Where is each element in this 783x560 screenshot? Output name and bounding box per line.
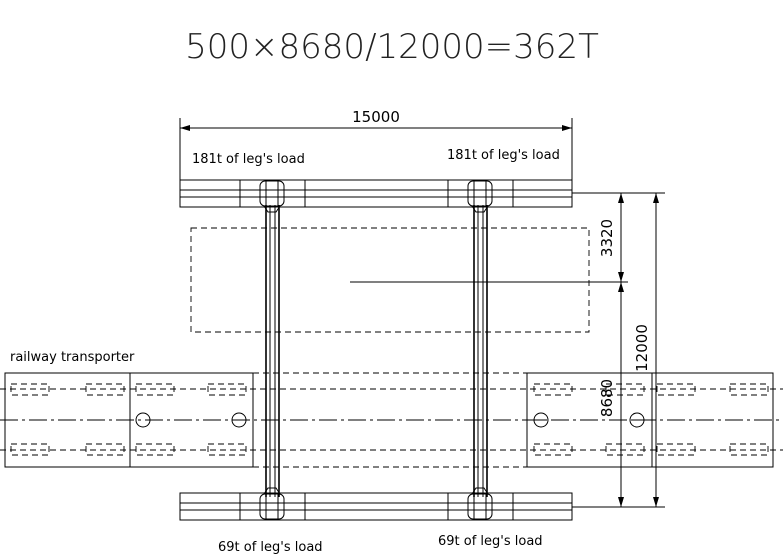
right-railway-transporter bbox=[526, 372, 774, 468]
railway-transporter-label: railway transporter bbox=[10, 350, 135, 365]
dimension-label-15000: 15000 bbox=[352, 108, 400, 126]
load-label-top-left: 181t of leg's load bbox=[192, 152, 305, 167]
wheel-circle-icon bbox=[231, 412, 247, 428]
dashed-load-outline bbox=[190, 227, 628, 333]
dimension-15000: 15000 bbox=[179, 108, 573, 186]
wheel-circle-icon bbox=[135, 412, 151, 428]
wheel-circle-icon bbox=[533, 412, 549, 428]
dimension-label-3320: 3320 bbox=[598, 219, 616, 257]
dimension-label-8680: 8680 bbox=[598, 379, 616, 417]
dimension-label-12000: 12000 bbox=[633, 324, 651, 372]
load-label-bottom-right: 69t of leg's load bbox=[438, 534, 543, 549]
load-label-top-right: 181t of leg's load bbox=[447, 148, 560, 163]
top-beam bbox=[179, 179, 573, 208]
rail-lines bbox=[0, 372, 783, 468]
bottom-beam bbox=[179, 492, 573, 521]
right-dimensions: 3320 8680 12000 bbox=[572, 192, 665, 508]
left-railway-transporter bbox=[4, 372, 254, 468]
left-leg-column bbox=[259, 180, 285, 520]
right-leg-column bbox=[467, 180, 493, 520]
load-label-bottom-left: 69t of leg's load bbox=[218, 540, 323, 555]
title-formula: 500×8680/12000=362T bbox=[185, 27, 599, 67]
wheel-circle-icon bbox=[629, 412, 645, 428]
